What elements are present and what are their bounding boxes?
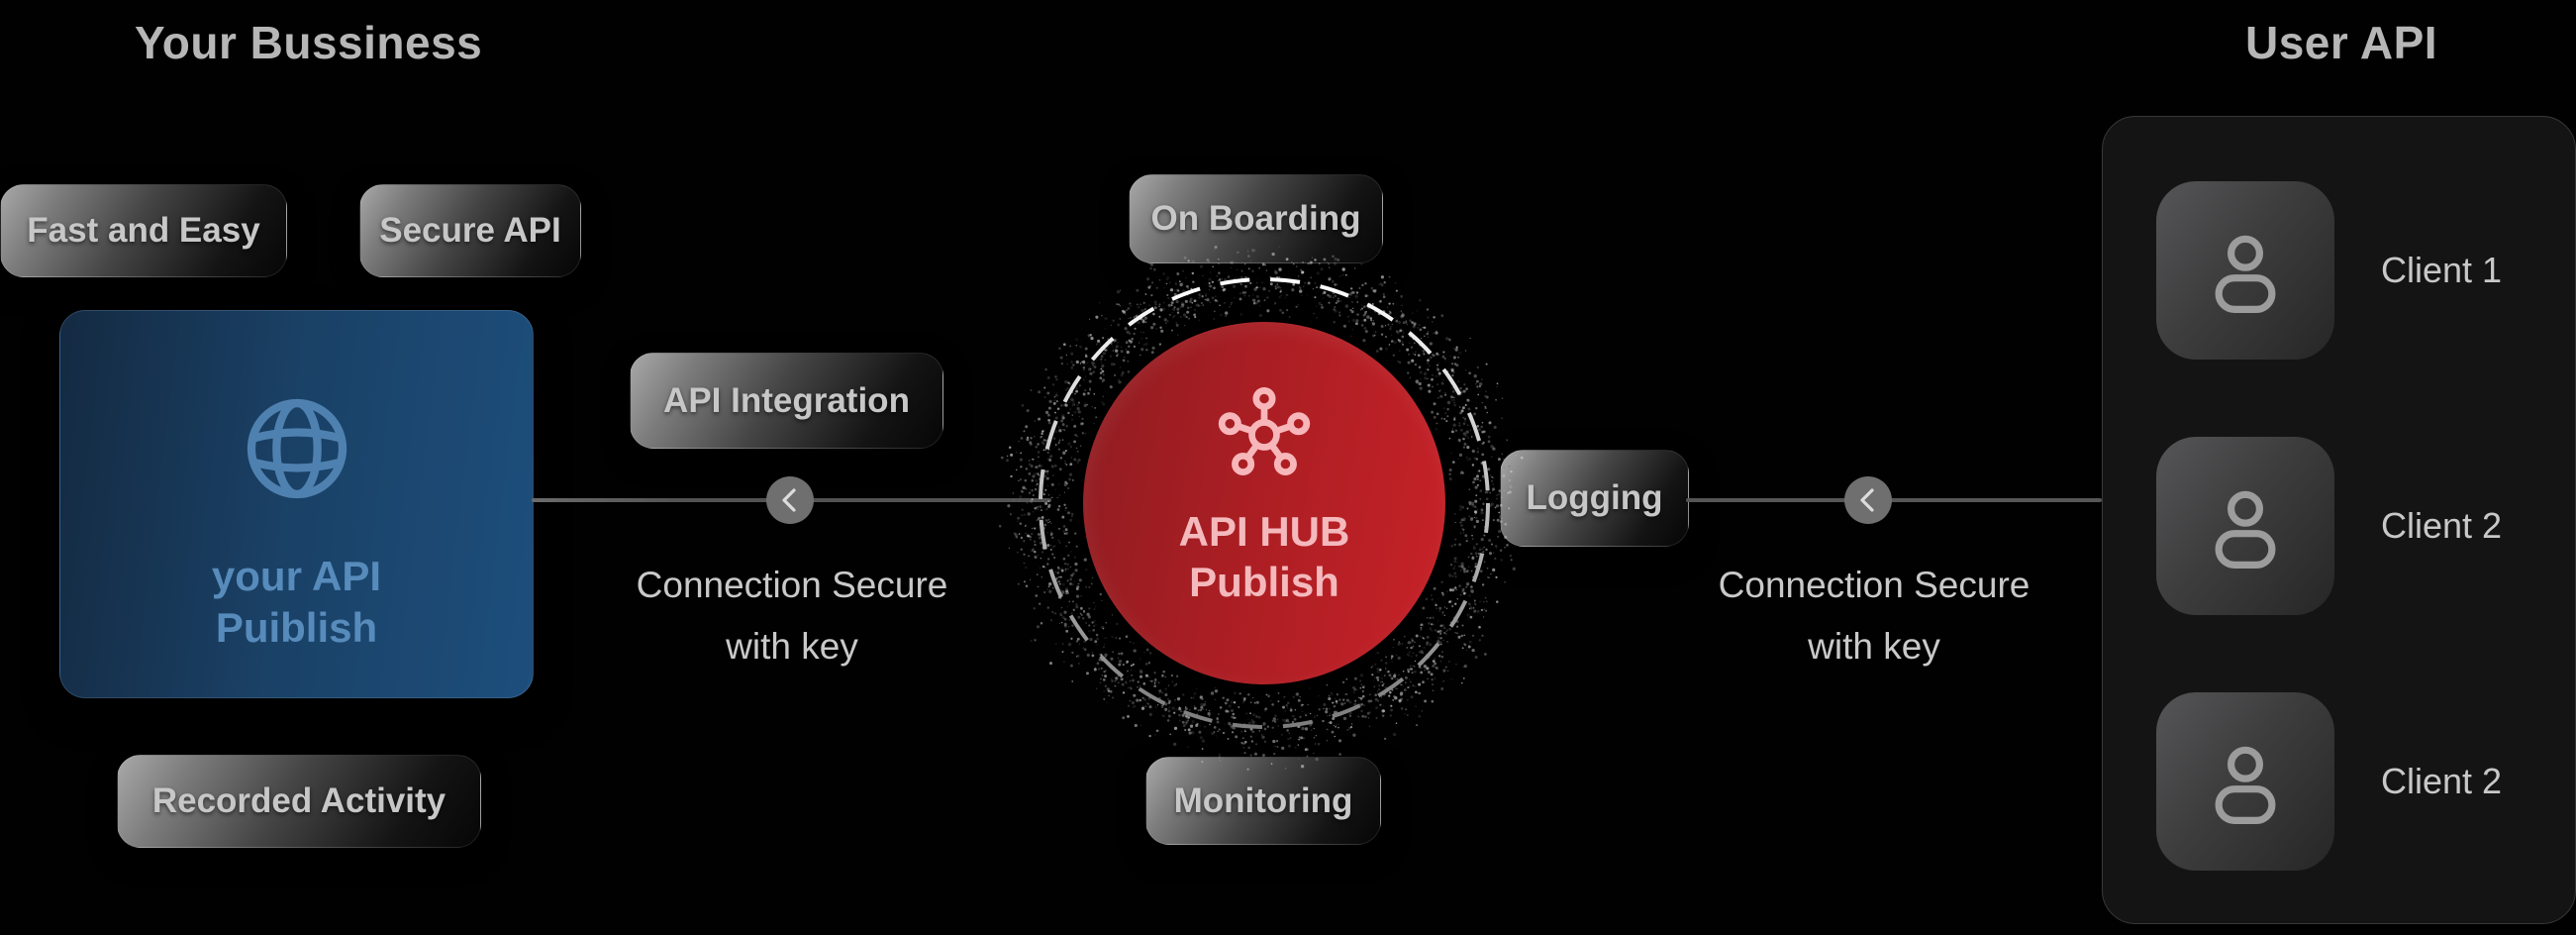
connection-label-left: Connection Secure with key	[636, 565, 948, 667]
client-label: Client 2	[2381, 761, 2503, 801]
globe-icon	[247, 398, 347, 499]
client-card	[2156, 437, 2334, 615]
user-api-panel: Client 1 Client 2 Client 2	[2102, 116, 2576, 924]
badge-recorded-activity: Recorded Activity	[117, 755, 481, 848]
badge-fast-and-easy: Fast and Easy	[0, 184, 287, 277]
client-row: Client 1	[2156, 181, 2575, 360]
connection-line-right	[1686, 498, 2102, 502]
badge-monitoring: Monitoring	[1145, 757, 1381, 845]
connection-label-right: Connection Secure with key	[1718, 565, 2031, 667]
client-label: Client 1	[2381, 250, 2503, 290]
business-section-title: Your Bussiness	[135, 17, 483, 68]
person-icon	[2215, 746, 2276, 824]
client-card	[2156, 181, 2334, 360]
badge-on-boarding: On Boarding	[1129, 174, 1383, 263]
chevron-left-node-icon	[1844, 476, 1892, 524]
api-hub-publish-label: API HUB Publish	[1178, 508, 1350, 605]
client-card	[2156, 692, 2334, 871]
hub-dashed-ring	[998, 245, 1534, 771]
user-api-section-title: User API	[2245, 17, 2438, 68]
person-icon	[2215, 490, 2276, 569]
hub-network-icon	[1218, 387, 1311, 475]
badge-api-integration: API Integration	[630, 353, 943, 449]
chevron-left-node-icon	[766, 476, 814, 524]
client-row: Client 2	[2156, 692, 2575, 871]
badge-secure-api: Secure API	[359, 184, 581, 277]
client-row: Client 2	[2156, 437, 2575, 615]
your-api-publish-label: your API Puiblish	[211, 553, 382, 651]
person-icon	[2215, 235, 2276, 313]
badge-logging: Logging	[1500, 450, 1689, 547]
client-label: Client 2	[2381, 505, 2503, 546]
your-api-publish-box: your API Puiblish	[59, 310, 534, 698]
api-hub-publish-node: API HUB Publish	[1083, 322, 1445, 684]
